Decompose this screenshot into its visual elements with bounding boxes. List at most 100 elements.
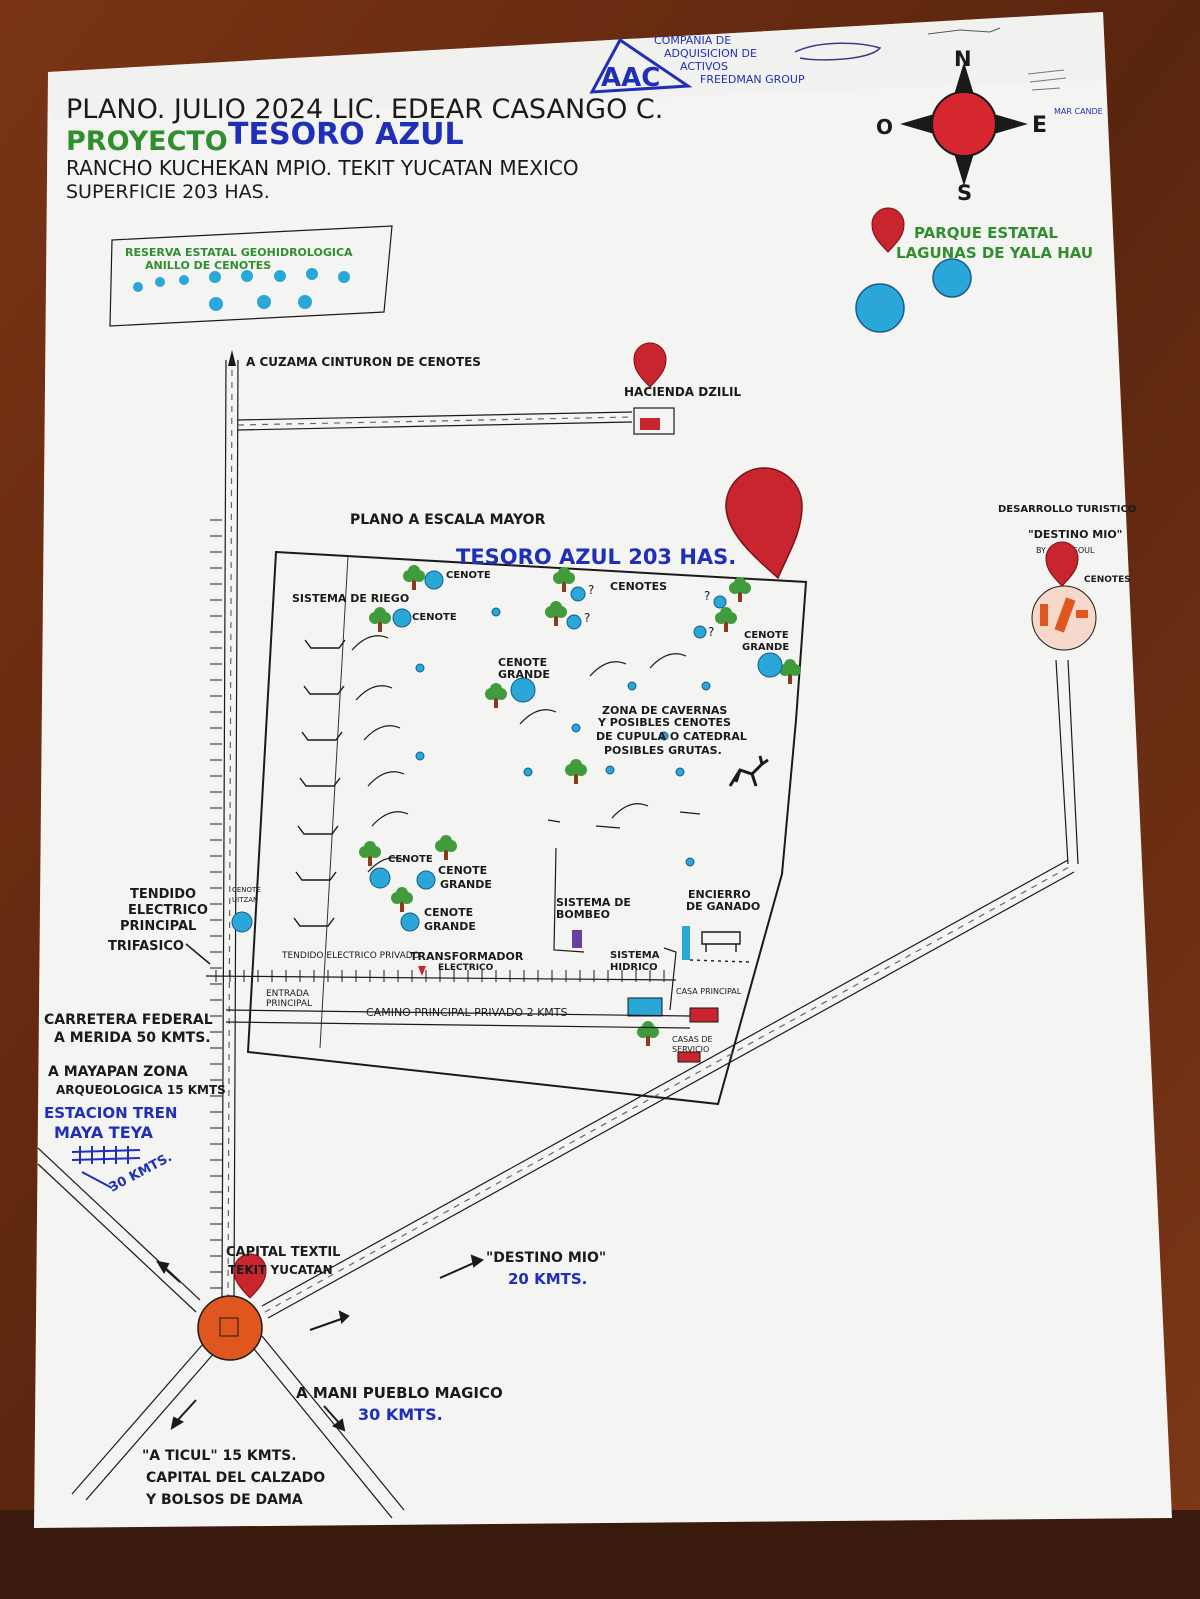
reserve-cenotes — [133, 268, 350, 311]
label-transformador-2: ELECTRICO — [438, 963, 494, 973]
label-cenote-grande-c-1: CENOTE — [498, 656, 547, 669]
service-houses — [677, 1051, 701, 1063]
transformer-icon — [418, 966, 426, 976]
left-tendido-1: TENDIDO — [130, 887, 196, 902]
label-riego: SISTEMA DE RIEGO — [292, 592, 409, 605]
label-cenote-1: CENOTE — [446, 570, 491, 581]
label-encierro-2: DE GANADO — [686, 900, 760, 913]
power-ticks — [215, 970, 665, 982]
road-to-destino-mio — [261, 659, 1079, 1319]
left-mayapan-1: A MAYAPAN ZONA — [48, 1064, 188, 1080]
bottom-ticul-3: Y BOLSOS DE DAMA — [145, 1492, 303, 1508]
label-cenote-grande-sw2-2: GRANDE — [424, 920, 476, 933]
destino-cenotes: CENOTES — [1084, 575, 1131, 585]
bottom-capital-1: CAPITAL TEXTIL — [226, 1245, 340, 1260]
label-cenote-grande-c-2: GRANDE — [498, 668, 550, 681]
label-cavernas-2: Y POSIBLES CENOTES — [597, 716, 731, 729]
scribble — [927, 27, 1001, 35]
label-cenote-grande-sw2-1: CENOTE — [424, 906, 473, 919]
logo-text: AAC — [601, 63, 660, 93]
water-trough — [682, 926, 690, 960]
company-logo: AAC — [589, 37, 693, 94]
label-camino: CAMINO PRINCIPAL PRIVADO 2 KMTS — [366, 1006, 567, 1019]
bottom-destino-1: "DESTINO MIO" — [486, 1250, 606, 1266]
road-sw — [71, 1335, 223, 1501]
label-cenote-west-2: UITZAN — [232, 896, 258, 904]
property-pin — [725, 467, 803, 580]
label-cenote-west-1: CENOTE — [232, 886, 261, 894]
pump-icon — [572, 930, 582, 948]
property-title: TESORO AZUL 203 HAS. — [456, 545, 736, 569]
property-divider — [319, 555, 349, 1049]
destino-line1: DESARROLLO TURISTICO — [998, 504, 1136, 515]
property-cenotes — [231, 570, 783, 933]
left-carretera-1: CARRETERA FEDERAL — [44, 1012, 213, 1028]
bottom-ticul-2: CAPITAL DEL CALZADO — [146, 1470, 325, 1486]
reserve-title-2: ANILLO DE CENOTES — [145, 259, 271, 272]
paper-sheet — [34, 12, 1172, 1528]
label-entrada-1: ENTRADA — [266, 989, 310, 999]
compass-s: S — [957, 181, 972, 205]
property-boundary — [246, 550, 808, 1106]
scale-note: PLANO A ESCALA MAYOR — [350, 512, 546, 528]
header-line3: RANCHO KUCHEKAN MPIO. TEKIT YUCATAN MEXI… — [66, 156, 579, 180]
park-laguna-1 — [855, 283, 905, 333]
reserve-box — [109, 225, 393, 327]
left-tendido-2: ELECTRICO — [128, 903, 208, 918]
bottom-capital-2: TEKIT YUCATAN — [228, 1263, 333, 1277]
direction-arrows — [155, 1254, 485, 1432]
label-cenote-grande-ne-2: GRANDE — [742, 642, 789, 653]
main-house — [689, 1007, 719, 1023]
header-line4: SUPERFICIE 203 HAS. — [66, 181, 270, 203]
left-mayapan-2: ARQUEOLOGICA 15 KMTS — [56, 1083, 226, 1097]
header-project-name: TESORO AZUL — [228, 117, 464, 152]
bottom-mani-2: 30 KMTS. — [358, 1405, 443, 1424]
town-building-icon — [219, 1317, 239, 1337]
private-power-line — [205, 975, 677, 981]
label-bombeo-2: BOMBEO — [556, 908, 610, 921]
tekit-town — [197, 1295, 263, 1361]
company-name-3: ACTIVOS — [680, 60, 728, 73]
left-tendido-3: PRINCIPAL — [120, 919, 196, 934]
compass-east-note: MAR CANDE — [1054, 107, 1103, 116]
bottom-mani-1: A MANI PUEBLO MAGICO — [296, 1384, 503, 1402]
label-casa: CASA PRINCIPAL — [676, 987, 742, 996]
label-encierro-1: ENCIERRO — [688, 888, 751, 901]
cattle-icon — [701, 931, 741, 952]
label-cenote-grande-sw1-2: GRANDE — [440, 878, 492, 891]
label-hidrico-1: SISTEMA — [610, 950, 660, 961]
header-project-label: PROYECTO — [66, 126, 228, 157]
compass-w: O — [876, 115, 893, 139]
label-tendido-privado: TENDIDO ELECTRICO PRIVADO — [281, 951, 420, 961]
north-road-label: A CUZAMA CINTURON DE CENOTES — [246, 355, 481, 369]
label-cenote-grande-ne-1: CENOTE — [744, 630, 789, 641]
label-entrada-2: PRINCIPAL — [266, 999, 312, 1009]
label-bombeo-1: SISTEMA DE — [556, 896, 631, 909]
north-road — [221, 350, 633, 1301]
label-hidrico-2: HIDRICO — [610, 962, 658, 973]
svg-text:?: ? — [584, 611, 590, 625]
svg-text:?: ? — [708, 625, 714, 639]
left-carretera-2: A MERIDA 50 KMTS. — [54, 1030, 211, 1046]
destino-buildings — [1040, 597, 1088, 633]
label-cenote-2: CENOTE — [412, 612, 457, 623]
label-cenotes: CENOTES — [610, 580, 667, 593]
destino-line2: "DESTINO MIO" — [1028, 528, 1122, 541]
hacienda-building — [633, 407, 675, 435]
main-power-line — [210, 519, 222, 1289]
company-name-2: ADQUISICION DE — [664, 47, 757, 60]
left-tren-2: MAYA TEYA — [54, 1123, 154, 1142]
hacienda-label: HACIENDA DZILIL — [624, 385, 742, 399]
header-line1: PLANO. JULIO 2024 LIC. EDEAR CASANGO C. — [66, 94, 663, 125]
caverns-symbols — [519, 653, 701, 829]
label-cenote-grande-sw1-1: CENOTE — [438, 864, 487, 877]
compass-e: E — [1032, 113, 1047, 138]
label-cavernas-4: POSIBLES GRUTAS. — [604, 744, 722, 757]
company-name-1: COMPAÑIA DE — [654, 34, 731, 47]
bottom-ticul-1: "A TICUL" 15 KMTS. — [142, 1448, 297, 1464]
company-name-4: FREEDMAN GROUP — [700, 73, 805, 86]
label-casas-1: CASAS DE — [672, 1035, 713, 1044]
park-line2: LAGUNAS DE YALA HAU — [896, 244, 1093, 262]
signature — [794, 42, 882, 61]
